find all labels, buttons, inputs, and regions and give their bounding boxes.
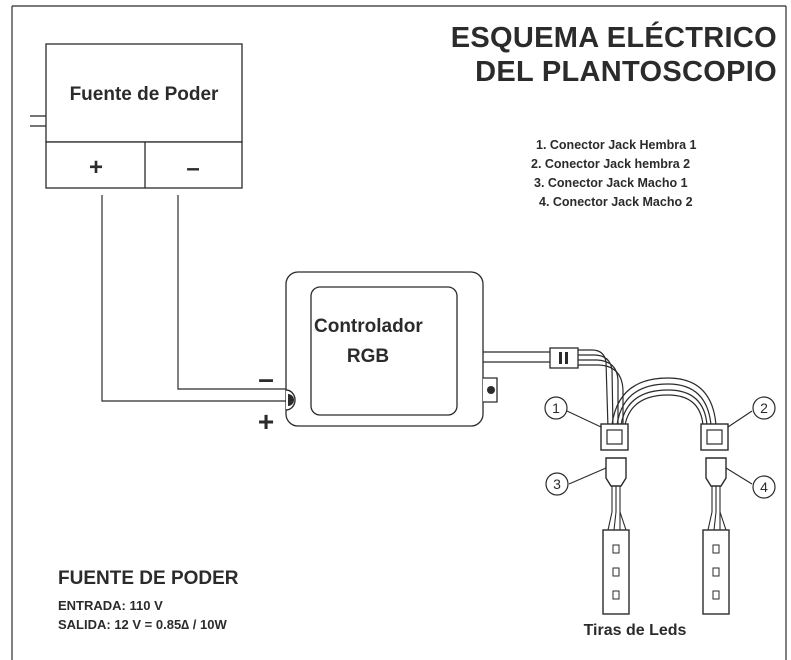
psu-positive-terminal: + [89,154,103,181]
specs-title: FUENTE DE PODER [58,568,239,589]
callout-4-circle [752,475,776,499]
callout-1-circle [544,396,568,420]
led-strip-2-led-2 [712,567,720,577]
output-connector-pin-1 [559,352,562,364]
callout-3-number: 3 [553,476,561,492]
callout-4-leader [725,467,753,485]
led-strip-1-led-1 [612,544,620,554]
controller-label-line-2: RGB [346,346,390,367]
controller-minus-mark: – [258,363,274,394]
psu-negative-terminal: – [186,155,199,182]
led-strip-2 [702,529,730,615]
callout-3-leader [568,467,607,485]
negative-wire [177,195,287,390]
power-supply-terminal-row [45,141,243,189]
power-supply-label: Fuente de Poder [69,84,219,105]
callout-2-circle [752,396,776,420]
callout-1-leader [566,410,602,428]
callout-4-number: 4 [760,479,768,495]
male-jack-2 [705,457,727,487]
led-strip-1-led-3 [612,590,620,600]
legend-item: 1. Conector Jack Hembra 1 [536,138,697,152]
female-jack-2-inner [706,429,723,445]
led-strips-label: Tiras de Leds [583,622,687,639]
controller-dc-jack-inner [288,394,294,406]
controller-label-line-1: Controlador [314,316,423,337]
power-supply-box [45,43,243,143]
callout-3-circle [545,472,569,496]
specs-input: ENTRADA: 110 V [58,598,163,613]
callout-2-leader [727,410,753,428]
legend-item: 3. Conector Jack Macho 1 [534,176,688,190]
male-jack-1 [605,457,627,487]
led-strip-2-led-1 [712,544,720,554]
led-strip-1-wires [607,486,627,531]
led-strip-2-led-3 [712,590,720,600]
legend-item: 2. Conector Jack hembra 2 [531,157,691,171]
diagram-title-line-1: ESQUEMA ELÉCTRICO [450,22,777,54]
female-jack-1-inner [606,429,623,445]
legend-item: 4. Conector Jack Macho 2 [539,195,693,209]
output-connector-pin-2 [565,352,568,364]
diagram-title-line-2: DEL PLANTOSCOPIO [475,56,777,88]
callout-1-number: 1 [552,400,560,416]
specs-output: SALIDA: 12 V = 0.85∆ / 10W [58,617,227,632]
positive-wire [101,195,287,402]
callout-2-number: 2 [760,400,768,416]
controller-side-tab-hole [487,386,495,394]
led-strip-2-wires [707,486,727,531]
controller-inner-box [310,286,458,416]
output-connector [549,347,579,369]
led-strip-1-led-2 [612,567,620,577]
controller-plus-mark: + [258,406,274,437]
splitter-wires [578,349,717,429]
